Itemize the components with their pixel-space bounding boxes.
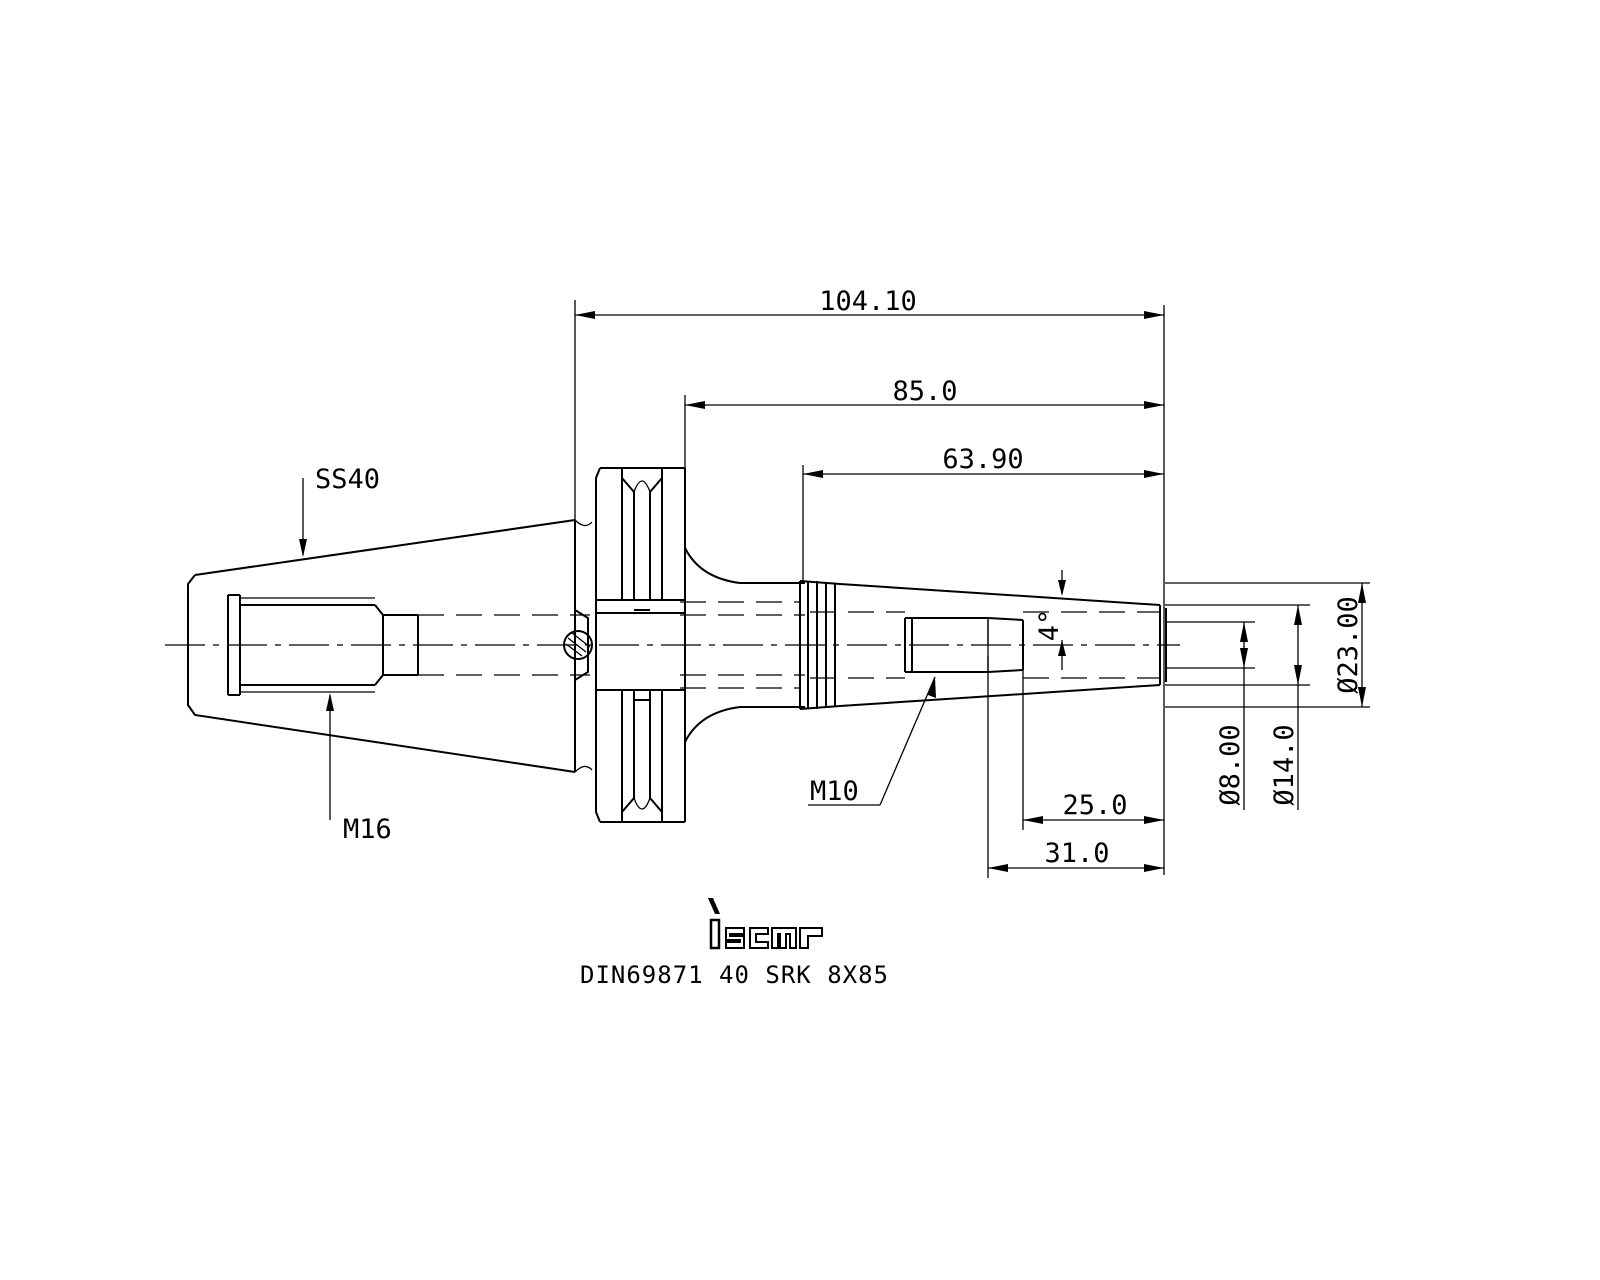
dim-bore-depth-label: 25.0 bbox=[1062, 790, 1127, 821]
dim-taper-angle-label: 4° bbox=[1034, 609, 1065, 642]
nose bbox=[684, 547, 1167, 743]
callout-retention-thread-label: M16 bbox=[343, 814, 392, 845]
dim-nose-length-label: 63.90 bbox=[942, 444, 1023, 475]
hidden-bore bbox=[418, 601, 905, 689]
dim-bore-diameter: Ø8.00 bbox=[1215, 622, 1248, 810]
dim-tip-diameter-label: Ø14.0 bbox=[1269, 724, 1300, 805]
tool-designation: DIN69871 40 SRK 8X85 bbox=[580, 961, 889, 989]
key-pin bbox=[563, 609, 593, 681]
callout-stop-screw-label: M10 bbox=[810, 776, 859, 807]
dim-tip-diameter: Ø14.0 bbox=[1269, 605, 1302, 810]
callout-taper-label: SS40 bbox=[315, 464, 380, 495]
callout-retention-thread: M16 bbox=[326, 693, 392, 845]
dim-overall-length: 104.10 bbox=[575, 286, 1164, 319]
callout-taper: SS40 bbox=[299, 464, 380, 557]
flange bbox=[595, 467, 686, 823]
dim-bore-depth: 25.0 bbox=[1023, 790, 1164, 824]
callout-stop-screw: M10 bbox=[808, 676, 936, 807]
dim-overall-length-label: 104.10 bbox=[819, 286, 917, 317]
dim-nose-diameter-label: Ø23.00 bbox=[1333, 596, 1364, 694]
extension-lines bbox=[574, 300, 1370, 878]
dim-taper-angle: 4° bbox=[1034, 570, 1066, 670]
taper-shank bbox=[187, 519, 593, 773]
dim-nose-diameter: Ø23.00 bbox=[1333, 583, 1366, 707]
dim-bore-diameter-label: Ø8.00 bbox=[1215, 724, 1246, 805]
dim-nose-length: 63.90 bbox=[803, 444, 1164, 478]
iscar-logo bbox=[708, 898, 823, 950]
dim-gauge-length-label: 85.0 bbox=[892, 376, 957, 407]
dim-stop-depth-label: 31.0 bbox=[1044, 838, 1109, 869]
dim-stop-depth: 31.0 bbox=[988, 838, 1164, 872]
dim-gauge-length: 85.0 bbox=[685, 376, 1164, 409]
